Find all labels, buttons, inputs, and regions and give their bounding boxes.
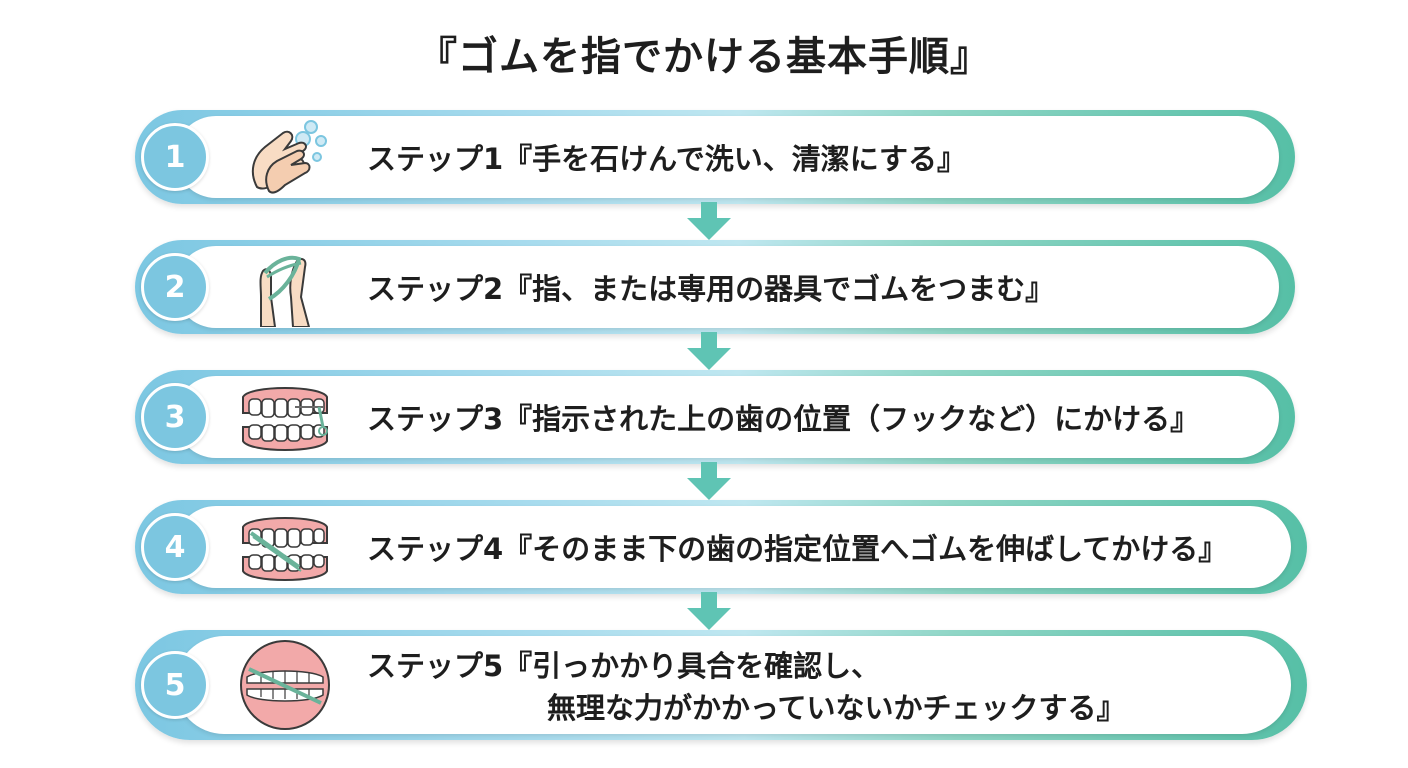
step-number-badge: 2 [141,253,209,321]
step-label: ステップ1『手を石けんで洗い、清潔にする』 [367,110,966,204]
step-number-badge: 3 [141,383,209,451]
arrow-down-icon [687,592,731,630]
step-pill [175,506,1291,588]
step-text-line2: 無理な力がかかっていないかチェックする』 [547,691,1126,725]
step-label: ステップ3『指示された上の歯の位置（フックなど）にかける』 [367,370,1199,464]
step-text-line1: ステップ1『手を石けんで洗い、清潔にする』 [367,142,967,176]
step-number-badge: 4 [141,513,209,581]
step-label: ステップ5『引っかかり具合を確認し、 無理な力がかかっていないかチェックする』 [367,630,1126,740]
fingers-pinching-rubber-band-icon [259,255,311,327]
step-text-line1: ステップ5『引っかかり具合を確認し、 [367,649,881,683]
step-text-line1: ステップ3『指示された上の歯の位置（フックなど）にかける』 [367,402,1200,436]
step-pill [175,246,1279,328]
stretch-rubber-band-teeth-icon [242,517,328,581]
step-4: 4 ステップ4『そのまま下の歯の指定位置へゴムを伸ばしてかける』 [135,500,1307,594]
arrow-down-icon [687,462,731,500]
step-1: 1 ステップ1『手を石けんで洗い、清潔にする』 [135,110,1295,204]
arrow-down-icon [687,202,731,240]
step-2: 2 ステップ2『指、または専用の器具でゴムをつまむ』 [135,240,1295,334]
step-pill [175,376,1279,458]
step-3: 3 ステップ3『指示された上の歯の位置（フックなど）にかける』 [135,370,1295,464]
step-number-badge: 5 [141,651,209,719]
page-title: 『ゴムを指でかける基本手順』 [417,34,991,80]
step-label: ステップ4『そのまま下の歯の指定位置へゴムを伸ばしてかける』 [367,500,1227,594]
step-text-line1: ステップ4『そのまま下の歯の指定位置へゴムを伸ばしてかける』 [367,532,1228,566]
upper-teeth-hook-icon [242,387,328,451]
step-pill [175,116,1279,198]
step-text-line1: ステップ2『指、または専用の器具でゴムをつまむ』 [367,272,1055,306]
hand-washing-icon [251,120,327,194]
arrow-down-icon [687,332,731,370]
step-number-badge: 1 [141,123,209,191]
step-label: ステップ2『指、または専用の器具でゴムをつまむ』 [367,240,1054,334]
step-5: 5 ステップ5『引っかかり具合を確認し、 無理な力がかかっていないかチェックする… [135,630,1307,740]
step-pill [175,636,1291,734]
check-teeth-circle-icon [240,640,330,730]
